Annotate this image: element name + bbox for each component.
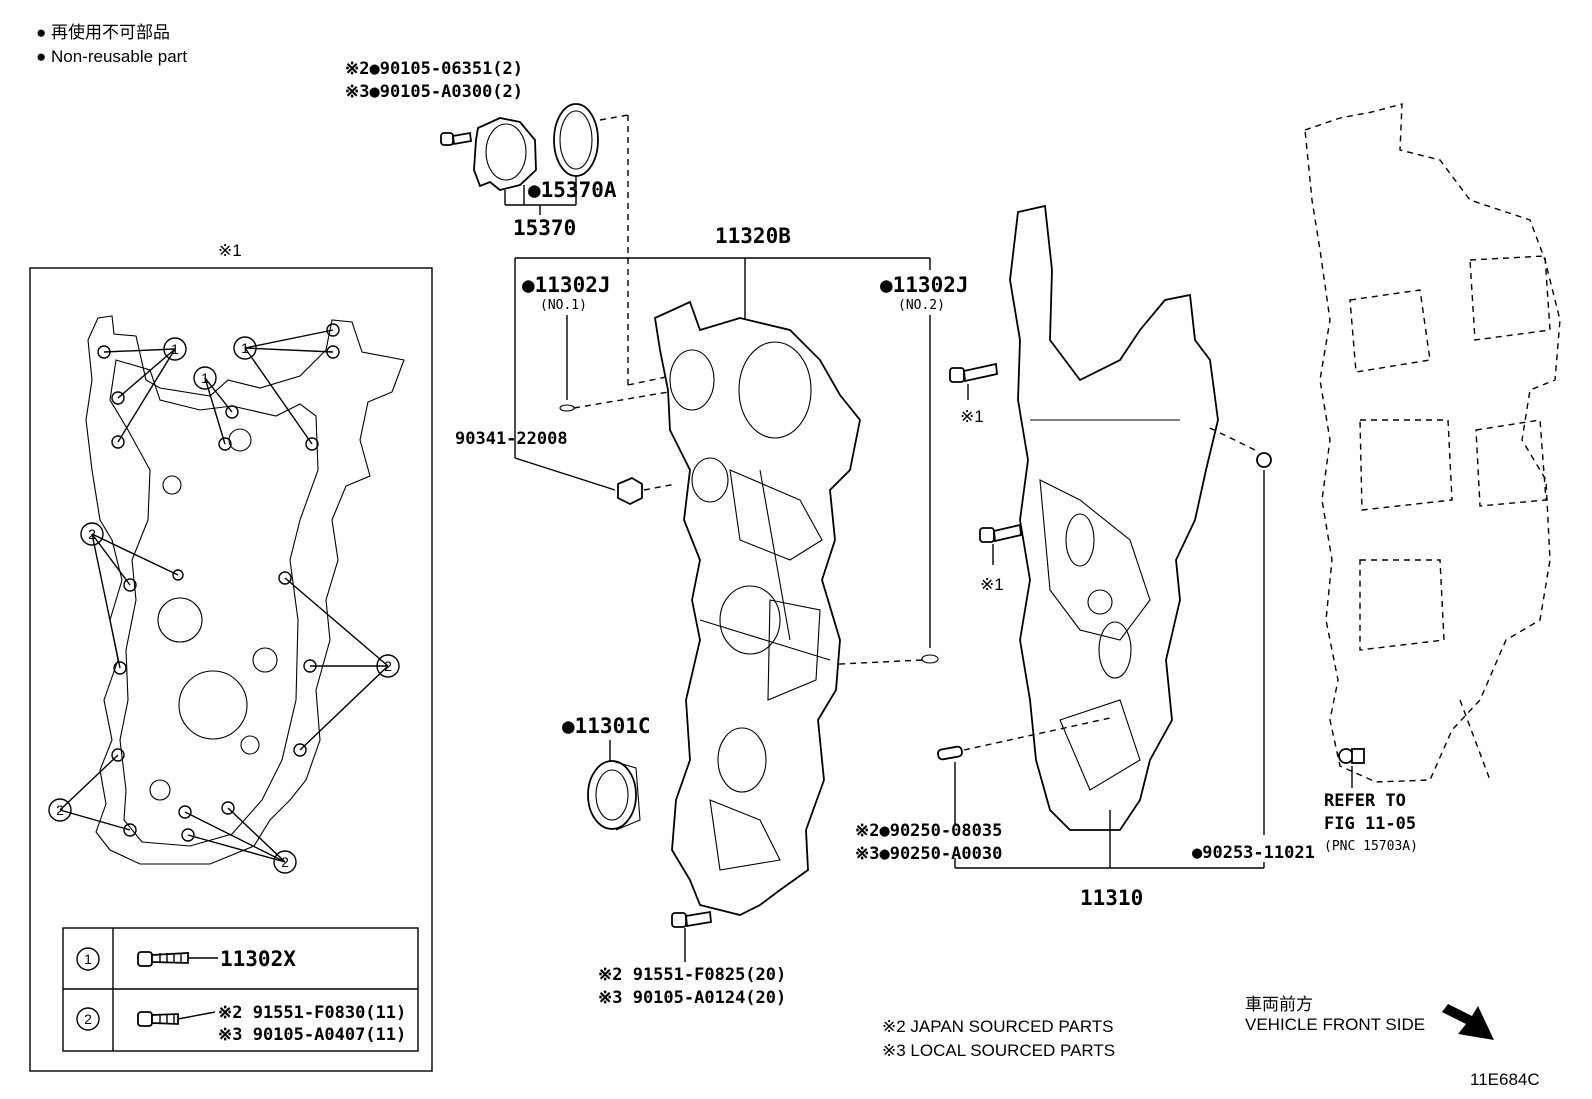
table-callout-1 bbox=[76, 947, 100, 971]
case-bolt-upper-note: ※1 bbox=[960, 407, 984, 426]
inset-bolt-holes bbox=[97, 323, 340, 842]
svg-text:2: 2 bbox=[281, 854, 289, 870]
legend-en: ● Non-reusable part bbox=[36, 47, 187, 66]
bolt-icon bbox=[137, 1011, 216, 1027]
cover-bolt-bottom: ※2 91551-F0825(20) ※3 90105-A0124(20) bbox=[598, 910, 786, 1008]
bolt-icon bbox=[137, 951, 218, 967]
inset-cover-outline bbox=[85, 315, 405, 865]
bottom-bolt-japan: ※2 91551-F0825(20) bbox=[598, 965, 786, 985]
timing-case-11310 bbox=[1009, 204, 1219, 831]
label-15370A: ●15370A bbox=[528, 178, 617, 202]
block-plug bbox=[1338, 748, 1365, 788]
oil-seal-retainer bbox=[473, 117, 537, 191]
plug-90253: ●90253-11021 bbox=[1192, 427, 1315, 863]
direction-en: VEHICLE FRONT SIDE bbox=[1245, 1015, 1425, 1034]
callout-2a bbox=[80, 522, 104, 546]
callout-2d bbox=[273, 850, 297, 874]
inset-title: ※1 bbox=[218, 241, 242, 260]
sourcing-notes: ※2 JAPAN SOURCED PARTS ※3 LOCAL SOURCED … bbox=[882, 1017, 1115, 1060]
svg-text:1: 1 bbox=[241, 340, 249, 356]
legend-jp: ● 再使用不可部品 bbox=[36, 22, 170, 42]
label-90250-local: ※3●90250-A0030 bbox=[855, 844, 1002, 864]
label-no1: (NO.1) bbox=[540, 298, 587, 313]
arrow-down-right-icon bbox=[1442, 1004, 1494, 1040]
legend: ● 再使用不可部品 ● Non-reusable part bbox=[36, 22, 187, 66]
callout-1a bbox=[163, 337, 187, 361]
table-callout-2 bbox=[76, 1007, 100, 1031]
label-11320B: 11320B bbox=[715, 224, 791, 248]
label-11302J-no2: ●11302J bbox=[880, 273, 969, 297]
table-row2-local: ※3 90105-A0407(11) bbox=[218, 1025, 406, 1045]
plug-90341-22008 bbox=[617, 476, 643, 506]
dowel-pin-no1 bbox=[559, 404, 575, 412]
oil-seal-bolt-japan: ※2●90105-06351(2) bbox=[345, 59, 523, 79]
note-japan-sourced: ※2 JAPAN SOURCED PARTS bbox=[882, 1017, 1114, 1036]
svg-text:1: 1 bbox=[171, 341, 179, 357]
callout-2b bbox=[376, 654, 400, 678]
bolt-icon bbox=[949, 362, 998, 383]
svg-text:2: 2 bbox=[56, 802, 64, 818]
note-local-sourced: ※3 LOCAL SOURCED PARTS bbox=[882, 1041, 1115, 1060]
o-ring-15370A bbox=[553, 103, 599, 177]
inset-frame bbox=[29, 267, 433, 1072]
label-15370: 15370 bbox=[513, 216, 576, 240]
oil-seal-group: ※2●90105-06351(2) ※3●90105-A0300(2) ●153… bbox=[345, 59, 691, 386]
label-90253-11021: ●90253-11021 bbox=[1192, 843, 1315, 863]
bottom-bolt-local: ※3 90105-A0124(20) bbox=[598, 988, 786, 1008]
label-11310: 11310 bbox=[1080, 886, 1143, 910]
refer-line2: FIG 11-05 bbox=[1324, 814, 1416, 834]
inset-hole-e bbox=[162, 475, 182, 495]
oil-seal-bolt-local: ※3●90105-A0300(2) bbox=[345, 82, 523, 102]
timing-chain-cover-11320B bbox=[654, 300, 861, 916]
inset-bolt-table: 1 2 11302X ※2 91551-F08 bbox=[62, 927, 419, 1052]
svg-text:2: 2 bbox=[384, 658, 392, 674]
inset-hole-b bbox=[252, 647, 278, 673]
table-row2-japan: ※2 91551-F0830(11) bbox=[218, 1003, 406, 1023]
inset-hole-a bbox=[157, 597, 203, 643]
case-bolt-lower-note: ※1 bbox=[980, 575, 1004, 594]
svg-text:2: 2 bbox=[88, 526, 96, 542]
callout-1c bbox=[233, 336, 257, 360]
label-90341-22008: 90341-22008 bbox=[455, 429, 568, 449]
bolt-icon bbox=[671, 910, 712, 928]
label-11301C: ●11301C bbox=[562, 714, 651, 738]
inset-hole-c bbox=[228, 428, 252, 452]
inset-callouts-2: 2 2 2 2 bbox=[48, 522, 400, 874]
label-11302J-no1: ●11302J bbox=[522, 273, 611, 297]
refer-line3: (PNC 15703A) bbox=[1324, 839, 1418, 854]
inset-callouts-1: 1 1 1 bbox=[103, 329, 334, 445]
inset-hole-f bbox=[240, 735, 260, 755]
timing-cover-11320B-group: 11320B ●11302J (NO.1) ●11302J (NO.2) 903… bbox=[455, 224, 969, 666]
bracket-11310: 11310 bbox=[954, 810, 1265, 910]
case-bolt-lower: ※1 bbox=[979, 523, 1022, 594]
bolt-icon bbox=[440, 131, 472, 146]
direction-jp: 車両前方 bbox=[1245, 995, 1313, 1014]
dowel-pin-no2 bbox=[921, 654, 939, 664]
label-90250-japan: ※2●90250-08035 bbox=[855, 821, 1002, 841]
inset-gasket-panel: ※1 bbox=[29, 241, 433, 1072]
label-no2: (NO.2) bbox=[898, 298, 945, 313]
inset-gasket-inner bbox=[109, 359, 319, 847]
callout-2c bbox=[48, 798, 72, 822]
oil-seal-11301C: ●11301C bbox=[562, 714, 651, 831]
inset-large-hole bbox=[178, 670, 248, 740]
engine-block-outline: REFER TO FIG 11-05 (PNC 15703A) bbox=[1304, 103, 1561, 854]
svg-text:2: 2 bbox=[84, 1011, 92, 1027]
vehicle-front-indicator: 車両前方 VEHICLE FRONT SIDE bbox=[1245, 995, 1494, 1040]
inset-hole-d bbox=[149, 779, 171, 801]
svg-text:1: 1 bbox=[201, 370, 209, 386]
svg-text:1: 1 bbox=[84, 951, 92, 967]
bolt-icon bbox=[979, 523, 1022, 543]
figure-code: 11E684C bbox=[1470, 1070, 1540, 1089]
case-bolt-upper: ※1 bbox=[949, 362, 998, 426]
table-part-11302X: 11302X bbox=[220, 947, 296, 971]
callout-1b bbox=[193, 366, 217, 390]
refer-line1: REFER TO bbox=[1324, 791, 1406, 811]
dowel-90250: ※2●90250-08035 ※3●90250-A0030 bbox=[855, 717, 1111, 864]
